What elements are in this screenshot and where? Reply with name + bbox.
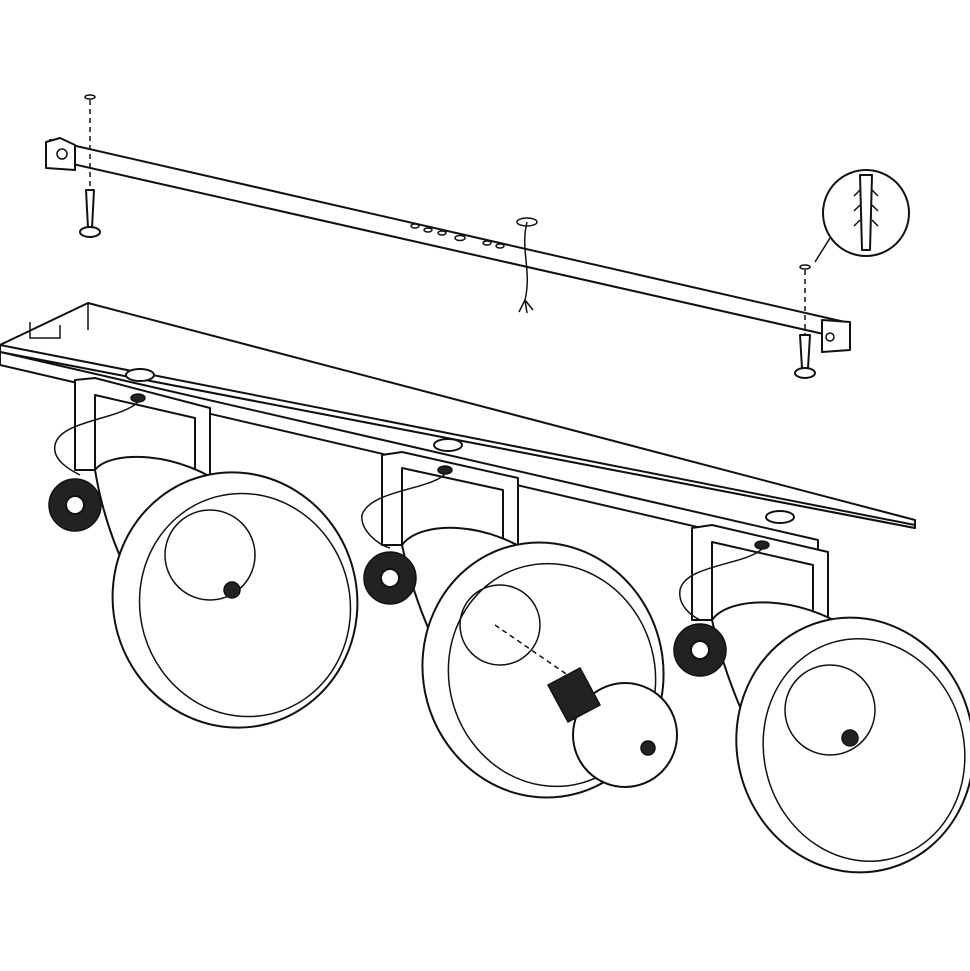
spotlight-3	[673, 510, 970, 874]
spotlight-1	[48, 368, 359, 729]
screw-left	[79, 94, 101, 238]
mounting-bracket	[45, 137, 851, 353]
power-cable	[516, 217, 538, 314]
wall-plug-callout	[814, 169, 910, 263]
light-bulb	[546, 666, 678, 788]
screw-right	[794, 264, 816, 379]
